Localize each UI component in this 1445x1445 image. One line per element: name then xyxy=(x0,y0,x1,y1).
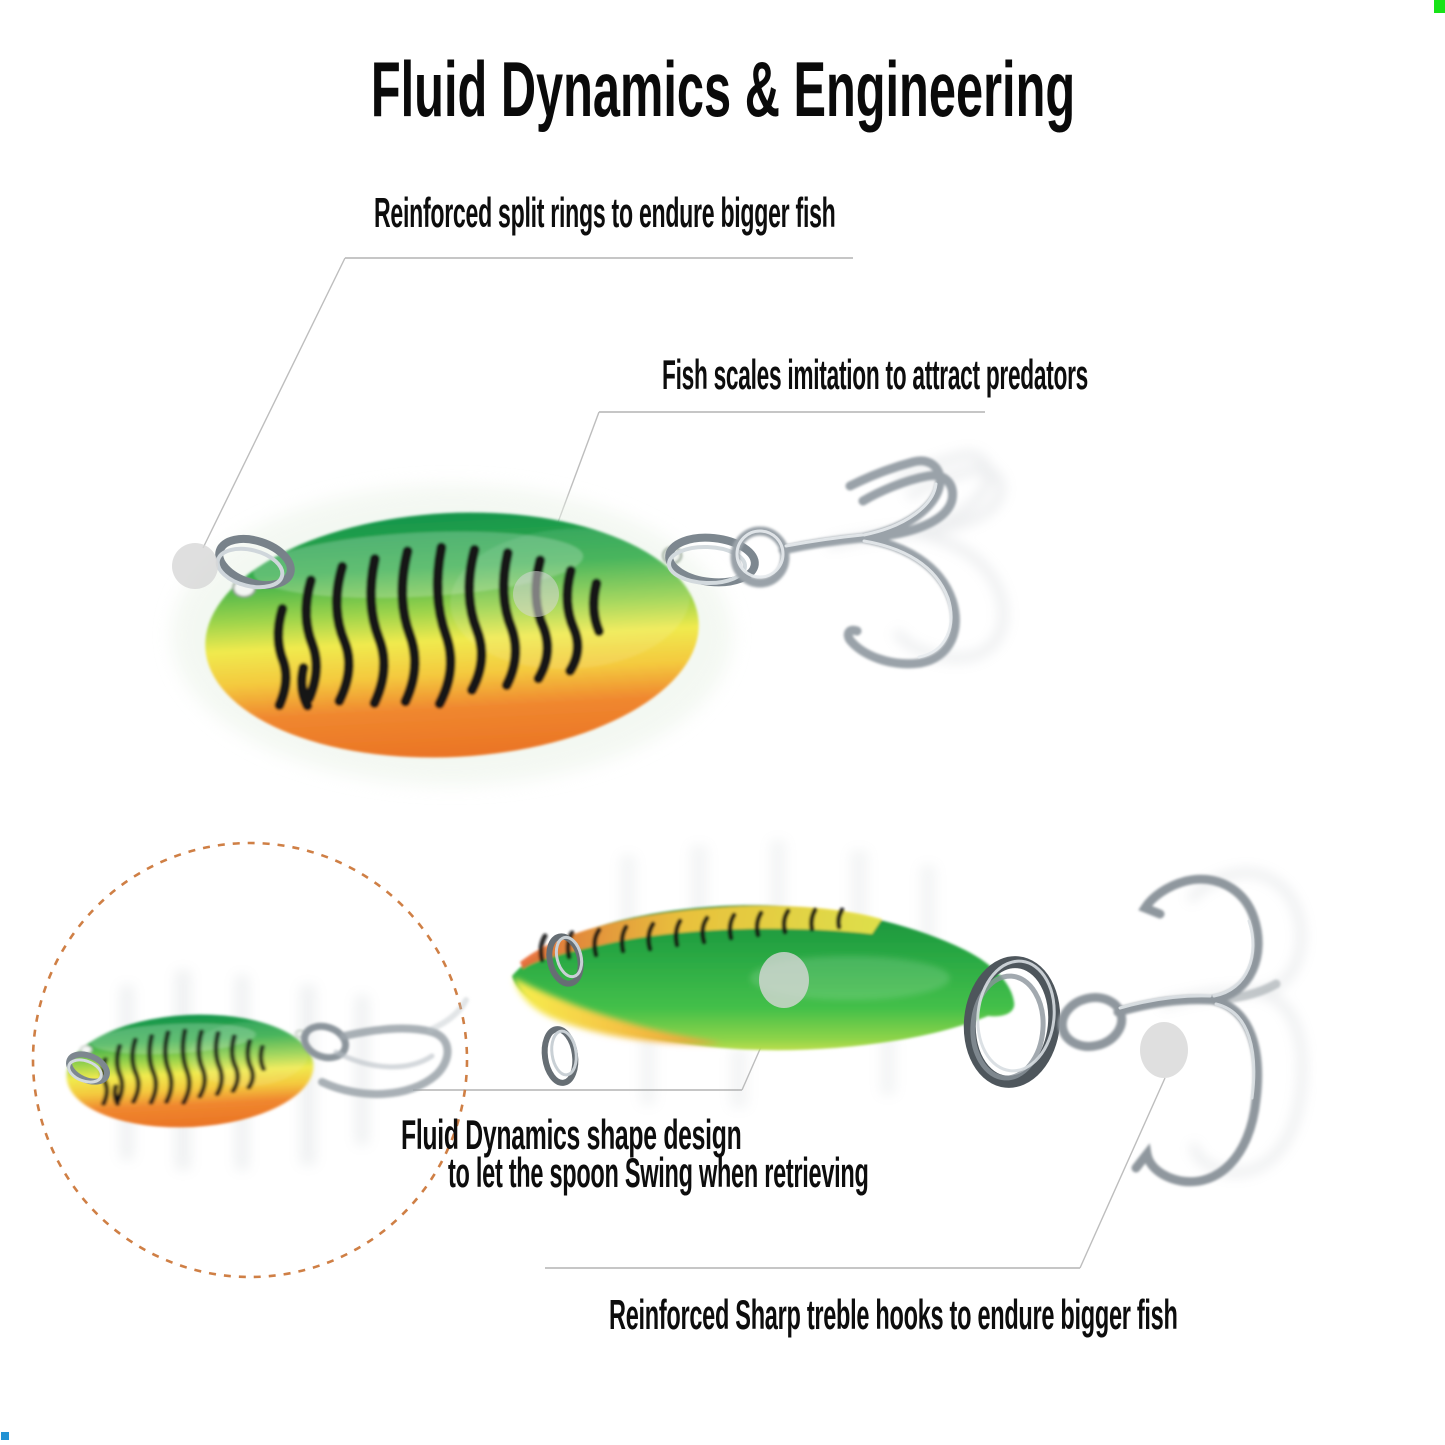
lure-side-view xyxy=(512,840,1307,1187)
treble-hook-top-icon xyxy=(730,450,1008,669)
callout-dot-split-ring xyxy=(172,543,218,589)
corner-marker-blue xyxy=(1,1432,9,1440)
callout-dot-shape xyxy=(759,952,809,1008)
annotation-split-rings: Reinforced split rings to endure bigger … xyxy=(374,189,836,236)
zoom-hook-icon xyxy=(300,997,469,1099)
split-ring-left-icon xyxy=(215,534,295,590)
treble-hook-side-icon xyxy=(1057,868,1307,1187)
annotation-treble-hooks: Reinforced Sharp treble hooks to endure … xyxy=(609,1291,1178,1338)
annotation-fluid-dynamics-line1: Fluid Dynamics shape design xyxy=(401,1111,742,1158)
zoom-detail-view xyxy=(31,841,469,1279)
corner-marker-green xyxy=(1434,0,1445,13)
zoom-split-ring-icon xyxy=(66,1051,110,1085)
side-split-rings-icon xyxy=(541,933,584,1086)
callout-dot-scales xyxy=(513,571,559,617)
annotation-fish-scales: Fish scales imitation to attract predato… xyxy=(662,351,1088,398)
callout-dot-hooks xyxy=(1140,1022,1188,1078)
split-ring-right-icon xyxy=(665,533,759,587)
lure-top-view xyxy=(172,450,1008,785)
page-title: Fluid Dynamics & Engineering xyxy=(370,45,1075,133)
side-big-ring-icon xyxy=(963,956,1061,1088)
annotation-fluid-dynamics-line2: to let the spoon Swing when retrieving xyxy=(448,1149,869,1196)
leader-lines xyxy=(202,257,1166,1269)
zoom-circle xyxy=(31,841,469,1279)
